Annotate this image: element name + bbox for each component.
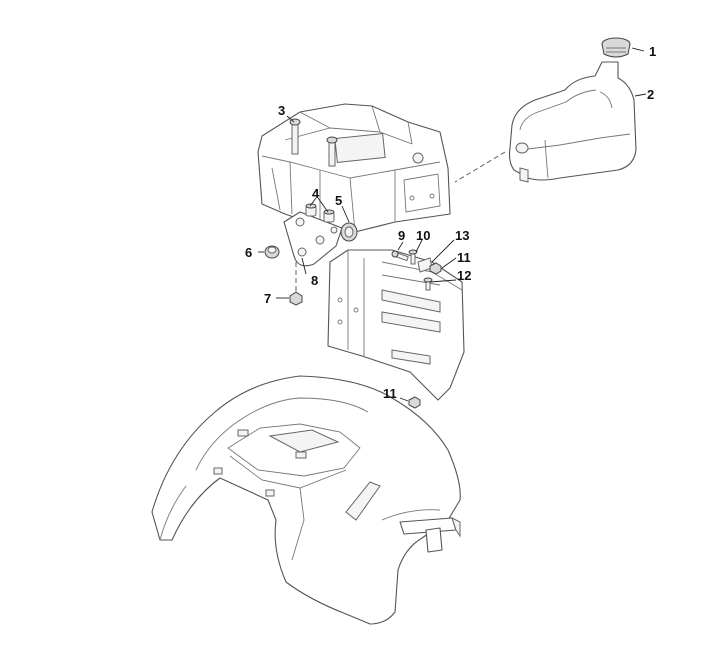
bolt-3b xyxy=(326,136,338,167)
callout-2: 2 xyxy=(647,87,654,102)
callout-13: 13 xyxy=(455,228,469,243)
nut-7 xyxy=(289,291,303,306)
grommet xyxy=(340,222,358,242)
fuel-cap xyxy=(601,37,631,58)
leader-lines xyxy=(258,47,647,402)
callout-6: 6 xyxy=(245,245,252,260)
callout-11-upper: 11 xyxy=(457,250,471,265)
callout-4: 4 xyxy=(312,186,320,201)
callout-10: 10 xyxy=(416,228,430,243)
callout-1: 1 xyxy=(649,44,656,59)
callout-11-lower: 11 xyxy=(383,386,397,401)
callout-12: 12 xyxy=(457,268,471,283)
lower-support-tower xyxy=(327,249,465,401)
rear-fender-shell xyxy=(151,375,461,625)
callout-8: 8 xyxy=(311,273,318,288)
callout-3: 3 xyxy=(278,103,285,118)
tow-hitch-bracket xyxy=(399,517,461,553)
bolt-3a xyxy=(289,118,301,155)
mounting-plate xyxy=(283,211,343,267)
screw-10 xyxy=(408,249,418,265)
callout-7: 7 xyxy=(264,291,271,306)
nut-11-upper xyxy=(429,262,442,275)
fuel-tank xyxy=(508,61,637,183)
screw-12 xyxy=(423,277,433,291)
rubber-buffer-4b xyxy=(323,209,335,223)
callout-9: 9 xyxy=(398,228,405,243)
nut-11-lower xyxy=(408,396,421,409)
tank-alignment-line xyxy=(454,151,506,183)
upper-frame-housing xyxy=(257,103,451,233)
cap xyxy=(264,245,280,259)
rubber-buffer-4a xyxy=(305,203,317,217)
callout-5: 5 xyxy=(335,193,342,208)
screw-9 xyxy=(391,250,409,262)
